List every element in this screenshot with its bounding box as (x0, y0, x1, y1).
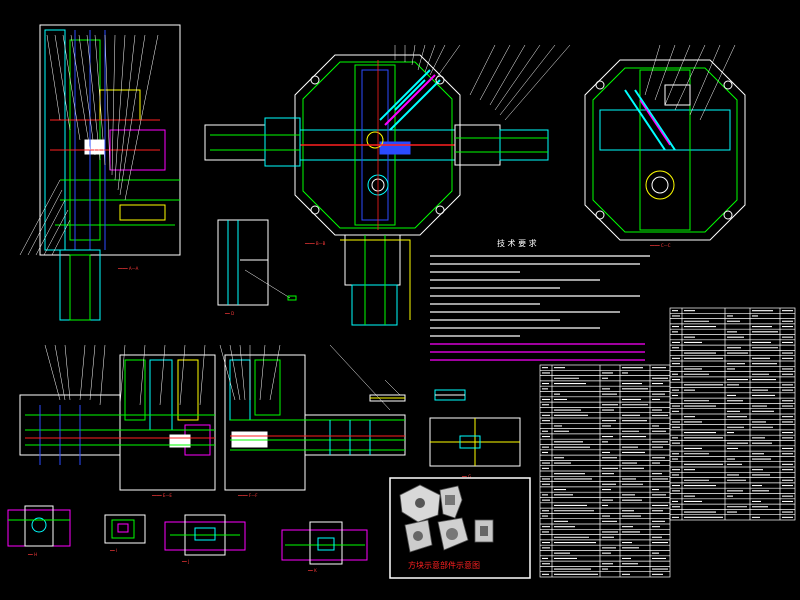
render-part-4 (437, 517, 469, 551)
requirements-highlight-lines (430, 343, 645, 361)
svg-text:━━ J: ━━ J (181, 559, 189, 564)
render-box-title: 方块示意部件示意图 (408, 560, 480, 570)
bottom-left-caption: ━━━━ E—E (151, 493, 172, 498)
top-right-caption: ━━━━ C—C (649, 243, 671, 248)
small-part-details: ━━ G (369, 379, 521, 479)
render-part-3 (404, 519, 433, 553)
small-view-1: ━━ H (7, 505, 71, 557)
small-view-2: ━━ I (104, 514, 146, 553)
detail-caption: ━━ D (224, 311, 234, 316)
parts-list-right (669, 307, 796, 521)
bottom-center-caption: ━━━━ F—F (237, 493, 258, 498)
render-part-1 (399, 484, 441, 523)
part-render-box: 方块示意部件示意图 (389, 477, 531, 579)
top-right-section-view: ━━━━ C—C (584, 44, 746, 248)
section-caption-a: ━━━━ A—A (117, 266, 139, 271)
render-part-5 (474, 519, 494, 543)
main-plan-view: ━━━━ B—B (204, 44, 571, 326)
bottom-center-section-view: ━━━━ F—F (219, 344, 406, 498)
svg-text:━━ K: ━━ K (307, 568, 317, 573)
small-view-3: ━━ J (164, 514, 246, 564)
bottom-left-section-view: ━━━━ E—E (19, 344, 216, 498)
technical-requirements-title: 技 术 要 求 (497, 238, 537, 248)
top-left-section-view: ━━━━ A—A (19, 24, 181, 321)
main-view-caption: ━━━━ B—B (304, 241, 326, 246)
parts-list-table (539, 307, 796, 578)
technical-requirements: 技 术 要 求 (430, 238, 650, 361)
svg-text:━━ H: ━━ H (27, 552, 37, 557)
svg-text:━━ I: ━━ I (109, 548, 117, 553)
parts-list-left (539, 364, 671, 578)
render-frame (389, 477, 531, 579)
small-view-4: ━━ K (281, 521, 368, 573)
requirements-text-lines (430, 255, 650, 337)
part-detail-caption: ━━ G (461, 474, 471, 479)
render-part-2 (439, 485, 463, 519)
detail-view-small: ━━ D (217, 219, 297, 316)
bottom-small-views: ━━ H ━━ I ━━ J ━━ K (7, 505, 368, 573)
